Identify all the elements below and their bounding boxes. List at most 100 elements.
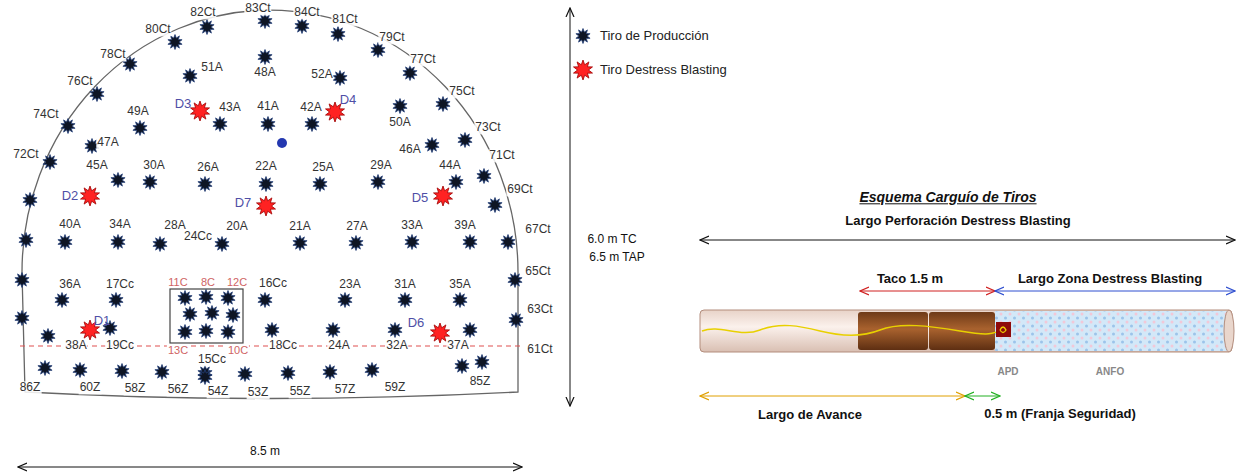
hole-label: 61Ct [526, 343, 553, 356]
hole-star [183, 307, 197, 322]
borehole [700, 310, 1232, 352]
hole-label: 83Ct [244, 2, 271, 15]
hole-star [258, 14, 272, 29]
hole-star [153, 237, 167, 252]
hole-label: 43A [218, 101, 241, 114]
hole-label: 85Z [469, 375, 492, 388]
stemming [858, 312, 928, 350]
hole-star [574, 60, 593, 80]
hole-star [405, 235, 419, 250]
dimension-label: 0.5 m (Franja Seguridad) [984, 407, 1136, 421]
hole-label: 72Ct [12, 148, 39, 161]
hole-star [199, 324, 213, 339]
height-dimension [570, 8, 571, 406]
center-dot [277, 138, 287, 148]
hole-label: 15Cc [197, 353, 227, 366]
stemming-arrow [860, 291, 995, 292]
hole-star [388, 323, 402, 338]
detonator-wire [702, 325, 1004, 335]
hole-star [199, 290, 213, 305]
hole-star [333, 71, 347, 86]
hole-star [205, 306, 219, 321]
destress-label: D4 [340, 93, 357, 107]
hole-label: 65Ct [524, 265, 551, 278]
hole-label: 63Ct [526, 303, 553, 316]
hole-label: 75Ct [448, 85, 475, 98]
hole-star [198, 370, 212, 385]
hole-star [90, 87, 104, 102]
hole-label: 24A [327, 339, 350, 352]
hole-label: 84Ct [293, 6, 320, 19]
hole-label: 46A [398, 143, 421, 156]
hole-label: 78Ct [99, 48, 126, 61]
width-dimension [18, 467, 522, 468]
hole-star [436, 97, 450, 112]
hole-label: 19Cc [105, 339, 135, 352]
detonator [1000, 327, 1006, 333]
hole-star [458, 133, 472, 148]
hole-label: 34A [108, 218, 131, 231]
hole-star [371, 175, 385, 190]
advance-arrow [700, 396, 965, 397]
hole-star [265, 323, 279, 338]
hole-star [463, 235, 477, 250]
hole-star [398, 293, 412, 308]
hole-star [221, 325, 235, 340]
hole-label: 47A [96, 136, 119, 149]
hole-star [200, 20, 214, 35]
hole-star [133, 121, 147, 136]
hole-star [393, 99, 407, 114]
hole-star [509, 313, 523, 328]
hole-label: 58Z [124, 382, 147, 395]
dimension-label: ANFO [1096, 366, 1124, 377]
dimension-label: Largo Zona Destress Blasting [1018, 272, 1202, 286]
hole-star [155, 365, 169, 380]
hole-star [41, 329, 55, 344]
hole-label: 50A [388, 116, 411, 129]
dimension-label: Taco 1.5 m [877, 272, 943, 286]
hole-label: 37A [446, 339, 469, 352]
anfo-charge [995, 311, 1228, 351]
hole-label: 69Ct [506, 183, 533, 196]
destress-label: D5 [412, 191, 429, 205]
dimension-label: Largo Perforación Destress Blasting [845, 214, 1070, 228]
hole-label: 23A [338, 278, 361, 291]
hole-star [488, 198, 502, 213]
hole-label: 81Ct [331, 13, 358, 26]
hole-star [281, 366, 295, 381]
hole-label: 21A [288, 220, 311, 233]
hole-label: 20A [225, 220, 248, 233]
apd-booster [996, 322, 1011, 337]
hole-star [38, 361, 52, 376]
destress-label: D1 [94, 314, 111, 328]
hole-star [261, 117, 275, 132]
hole-star [23, 193, 37, 208]
hole-star [257, 196, 276, 216]
hole-label: 32A [385, 339, 408, 352]
destress-label: D6 [408, 316, 425, 330]
hole-star [183, 69, 197, 84]
legend-text: Tiro de Producción [600, 29, 709, 43]
hole-star [168, 35, 182, 50]
hole-star [111, 235, 125, 250]
hole-label: 41A [256, 100, 279, 113]
hole-label: 51A [200, 61, 223, 74]
dimension-label: Largo de Avance [758, 408, 862, 422]
dimension-label: 8.5 m [250, 445, 280, 458]
hole-label: 59Z [384, 381, 407, 394]
hole-label: 18Cc [268, 339, 298, 352]
hole-label: 48A [253, 66, 276, 79]
hole-label: 42A [299, 101, 322, 114]
hole-star [449, 175, 463, 190]
hole-label: 86Z [19, 381, 42, 394]
hole-star [313, 177, 327, 192]
hole-star [111, 173, 125, 188]
cut-label: 11C [167, 276, 188, 288]
scheme-title: Esquema Carguío de Tiros [859, 190, 1036, 205]
hole-label: 56Z [167, 383, 190, 396]
hole-star [73, 363, 87, 378]
hole-star [215, 237, 229, 252]
hole-star [213, 117, 227, 132]
hole-star [501, 235, 515, 250]
hole-label: 53Z [247, 386, 270, 399]
